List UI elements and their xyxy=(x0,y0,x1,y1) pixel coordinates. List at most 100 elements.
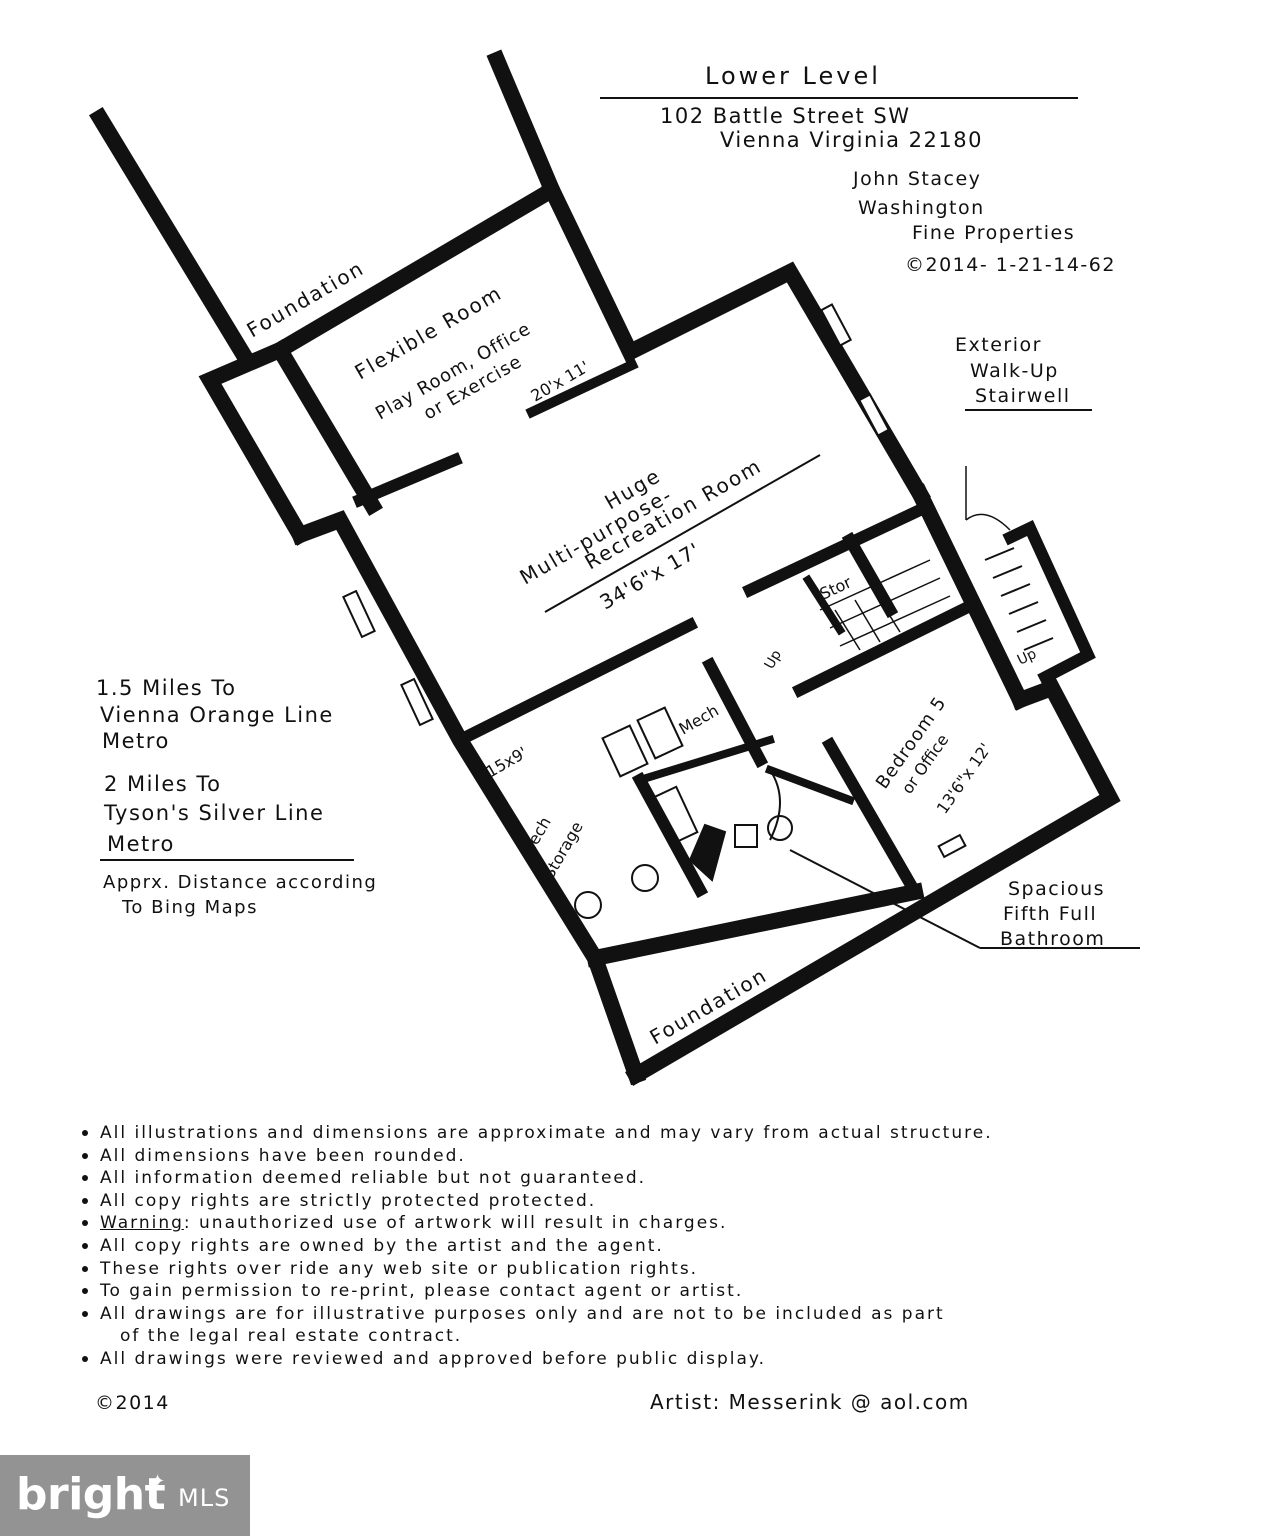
rec-top-wall xyxy=(541,179,931,505)
agent-line3: Fine Properties xyxy=(912,222,1076,244)
exterior-walls xyxy=(89,49,1121,1086)
furnace-unit xyxy=(601,724,649,778)
interior-stairs xyxy=(819,559,959,665)
disclaimer-notes: All illustrations and dimensions are app… xyxy=(82,1122,1202,1371)
note-text: : unauthorized use of artwork will resul… xyxy=(183,1213,728,1234)
fixtures xyxy=(574,706,1140,949)
note-text: All drawings are for illustrative purpos… xyxy=(100,1303,945,1324)
address-line2: Vienna Virginia 22180 xyxy=(720,128,983,152)
shower-dark-area xyxy=(688,823,727,882)
distance-note1: Apprx. Distance according xyxy=(103,872,378,893)
bedroom-left-wall xyxy=(821,736,924,901)
bullet-icon xyxy=(82,1197,88,1204)
note-item: All copy rights are strictly protected p… xyxy=(82,1190,1202,1213)
tank-2 xyxy=(631,864,659,892)
distance-line2: Vienna Orange Line xyxy=(100,703,334,727)
exterior-stairwell xyxy=(965,466,1096,686)
note-item: Warning: unauthorized use of artwork wil… xyxy=(82,1212,1202,1235)
label-up2: Up xyxy=(1015,646,1039,669)
bath-line1: Spacious xyxy=(1008,878,1106,900)
toilet xyxy=(767,815,793,841)
sparkle-icon: ✦ xyxy=(150,1471,166,1492)
agent-line4: ©2014- 1-21-14-62 xyxy=(905,254,1116,276)
note-item: All information deemed reliable but not … xyxy=(82,1167,1202,1190)
note-text: of the legal real estate contract. xyxy=(120,1326,463,1347)
tank-1 xyxy=(574,891,602,919)
bullet-icon xyxy=(82,1130,88,1136)
agent-line2: Washington xyxy=(858,197,985,219)
artist-credit: Artist: Messerink @ aol.com xyxy=(650,1390,970,1414)
interior-walls xyxy=(352,358,979,901)
bullet-icon xyxy=(82,1152,88,1159)
windows xyxy=(342,303,967,859)
east-wall xyxy=(909,483,1031,711)
stor-top-wall xyxy=(742,502,928,598)
note-item: All drawings were reviewed and approved … xyxy=(82,1348,1202,1371)
label-mech-dim: 15x9' xyxy=(483,743,531,782)
distance-line5: Tyson's Silver Line xyxy=(104,801,325,825)
bullet-icon xyxy=(82,1175,88,1182)
note-text: All information deemed reliable but not … xyxy=(100,1168,647,1189)
bottom-right-wall xyxy=(625,678,1121,1086)
bullet-icon xyxy=(82,1355,88,1362)
note-item: All copy rights are owned by the artist … xyxy=(82,1235,1202,1258)
copyright: ©2014 xyxy=(95,1392,170,1414)
bath-top-wall xyxy=(635,735,775,785)
distance-line4: 2 Miles To xyxy=(104,772,222,796)
address-line1: 102 Battle Street SW xyxy=(660,104,911,128)
bullet-icon xyxy=(82,1265,88,1272)
note-text: These rights over ride any web site or p… xyxy=(100,1258,699,1279)
note-item: These rights over ride any web site or p… xyxy=(82,1258,1202,1281)
flex-inner-wall xyxy=(269,339,383,516)
bath-line3: Bathroom xyxy=(1000,928,1106,950)
page-title: Lower Level xyxy=(705,62,881,90)
note-item: All dimensions have been rounded. xyxy=(82,1145,1202,1168)
logo-wordmark: bright xyxy=(16,1469,166,1520)
bullet-icon xyxy=(82,1310,88,1317)
foundation-divider xyxy=(585,882,925,968)
foundation-wall-left xyxy=(89,107,259,373)
note-text: All copy rights are strictly protected p… xyxy=(100,1190,597,1211)
bright-mls-logo: bright ✦ MLS xyxy=(0,1455,250,1536)
sink xyxy=(734,824,758,848)
water-heater-unit xyxy=(636,706,684,760)
stairwell-line3: Stairwell xyxy=(975,385,1071,407)
logo-mls-text: MLS xyxy=(178,1484,231,1512)
bullet-icon xyxy=(82,1242,88,1249)
distance-note2: To Bing Maps xyxy=(122,897,258,918)
bullet-icon xyxy=(82,1288,88,1295)
label-up1: Up xyxy=(762,647,785,672)
bath-door-swing xyxy=(769,769,781,841)
agent-line1: John Stacey xyxy=(853,168,982,190)
distance-line6: Metro xyxy=(107,832,175,856)
note-text: All copy rights are owned by the artist … xyxy=(100,1235,664,1256)
floor-plan-drawing: Foundation Flexible Room Play Room, Offi… xyxy=(89,49,1140,1086)
bath-divider xyxy=(764,764,856,806)
flex-doorway-top xyxy=(525,358,639,419)
note-item: All illustrations and dimensions are app… xyxy=(82,1122,1202,1145)
note-text: All drawings were reviewed and approved … xyxy=(100,1348,766,1369)
bath-line2: Fifth Full xyxy=(1003,903,1098,925)
stor-right-wall xyxy=(841,531,899,619)
note-text: All dimensions have been rounded. xyxy=(100,1145,466,1166)
note-text: All illustrations and dimensions are app… xyxy=(100,1123,993,1143)
distance-line1: 1.5 Miles To xyxy=(96,676,237,700)
stor-left-wall xyxy=(802,574,846,636)
bathroom-callout-line xyxy=(789,849,981,949)
mech-top-wall xyxy=(451,616,699,749)
distance-line3: Metro xyxy=(102,729,170,753)
note-text: To gain permission to re-print, please c… xyxy=(100,1281,744,1302)
note-item: To gain permission to re-print, please c… xyxy=(82,1280,1202,1303)
label-mech: Mech xyxy=(676,701,722,739)
warning-label: Warning xyxy=(100,1213,184,1234)
bathtub xyxy=(651,785,699,845)
note-continuation: of the legal real estate contract. xyxy=(82,1325,1202,1348)
stairwell-line1: Exterior xyxy=(955,334,1042,356)
label-stor: Stor xyxy=(817,572,855,603)
bullet-icon xyxy=(82,1220,88,1227)
flex-room-stub xyxy=(352,452,463,508)
rec-dim-line xyxy=(544,454,821,613)
stairwell-line2: Walk-Up xyxy=(970,360,1059,382)
note-item: All drawings are for illustrative purpos… xyxy=(82,1303,1202,1326)
